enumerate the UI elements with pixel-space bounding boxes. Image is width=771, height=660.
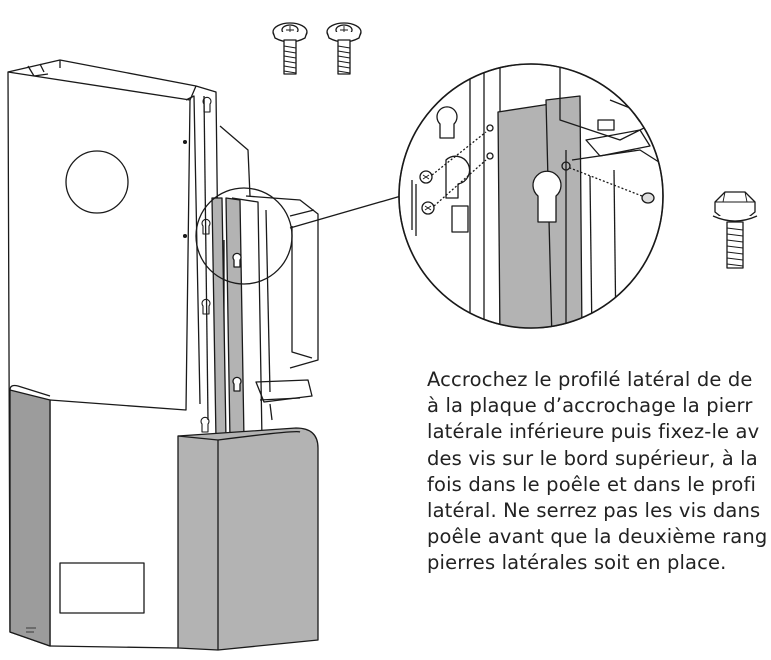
caption-line: à la plaque d’accrochage la pierr — [427, 394, 753, 418]
lower-side-stone-left — [9, 389, 51, 647]
screw-icon — [272, 22, 308, 75]
lower-side-stone-front — [177, 427, 319, 651]
caption-line: Accrochez le profilé latéral de de — [427, 368, 753, 391]
caption-line: poêle avant que la deuxième rang — [427, 525, 768, 549]
side-profile-strip — [211, 197, 227, 441]
caption-line: latéral. Ne serrez pas les vis dans — [427, 499, 761, 523]
caption-line: fois dans le poêle et dans le profi — [427, 472, 757, 496]
detail-profile-strip — [497, 103, 553, 328]
caption-line: pierres latérales soit en place. — [427, 551, 727, 575]
keyhole-slots — [200, 96, 212, 433]
instruction-caption: Accrochez le profilé latéral de de à la … — [427, 367, 771, 577]
screw-icon — [419, 131, 655, 215]
detail-callout-large — [398, 63, 664, 329]
callout-leader — [289, 195, 402, 229]
caption-line: latérale inférieure puis fixez-le av — [427, 420, 760, 444]
stove-round-opening — [65, 150, 129, 214]
detail-callout-small — [195, 187, 293, 285]
caption-line: des vis sur le bord supérieur, à la — [427, 446, 758, 470]
screw-icon — [326, 22, 362, 75]
stove-illustration — [7, 59, 319, 651]
bolt-icon — [712, 191, 758, 269]
